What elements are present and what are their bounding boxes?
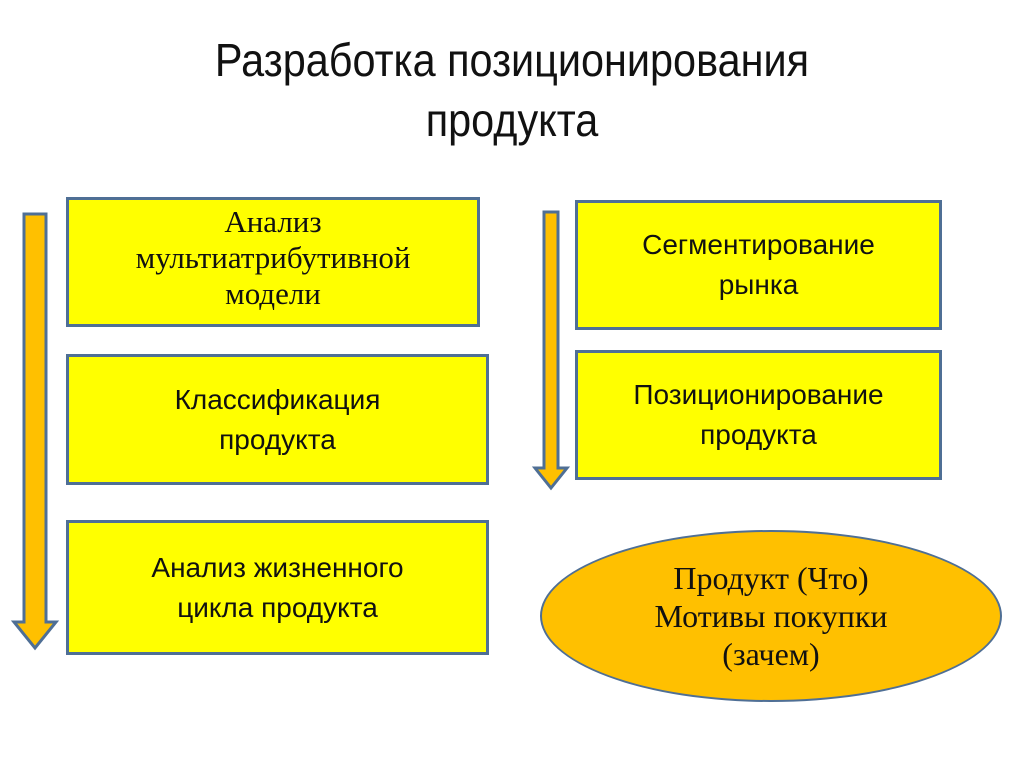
product-motives-ellipse: Продукт (Что) Мотивы покупки (зачем) (540, 530, 1002, 702)
box-text-line: Классификация (174, 383, 381, 415)
box-text-line: продукта (219, 423, 336, 455)
box-product-lifecycle-analysis: Анализ жизненного цикла продукта (66, 520, 489, 655)
slide-title: Разработка позиционирования продукта (51, 30, 973, 150)
box-product-positioning: Позиционирование продукта (575, 350, 942, 480)
title-line-1: Разработка позиционирования (214, 34, 810, 86)
box-text-line: Позиционирование (633, 379, 884, 410)
box-text-line: Анализ (224, 204, 322, 239)
box-text-line: Анализ жизненного (151, 551, 404, 583)
ellipse-text-line: Мотивы покупки (654, 598, 888, 634)
box-multiattribute-model-analysis: Анализ мультиатрибутивной модели (66, 197, 480, 327)
box-text-line: рынка (718, 269, 799, 300)
box-text-line: мультиатрибутивной (135, 240, 411, 275)
box-text-line: Сегментирование (642, 229, 875, 260)
title-line-2: продукта (425, 94, 599, 146)
box-product-classification: Классификация продукта (66, 354, 489, 485)
box-text-line: цикла продукта (177, 591, 378, 623)
right-down-arrow-icon (531, 210, 571, 491)
left-down-arrow-icon (10, 212, 60, 651)
box-text-line: продукта (700, 419, 817, 450)
box-market-segmentation: Сегментирование рынка (575, 200, 942, 330)
box-text-line: модели (225, 276, 321, 311)
ellipse-text-line: (зачем) (722, 636, 820, 672)
ellipse-text-line: Продукт (Что) (673, 560, 869, 596)
